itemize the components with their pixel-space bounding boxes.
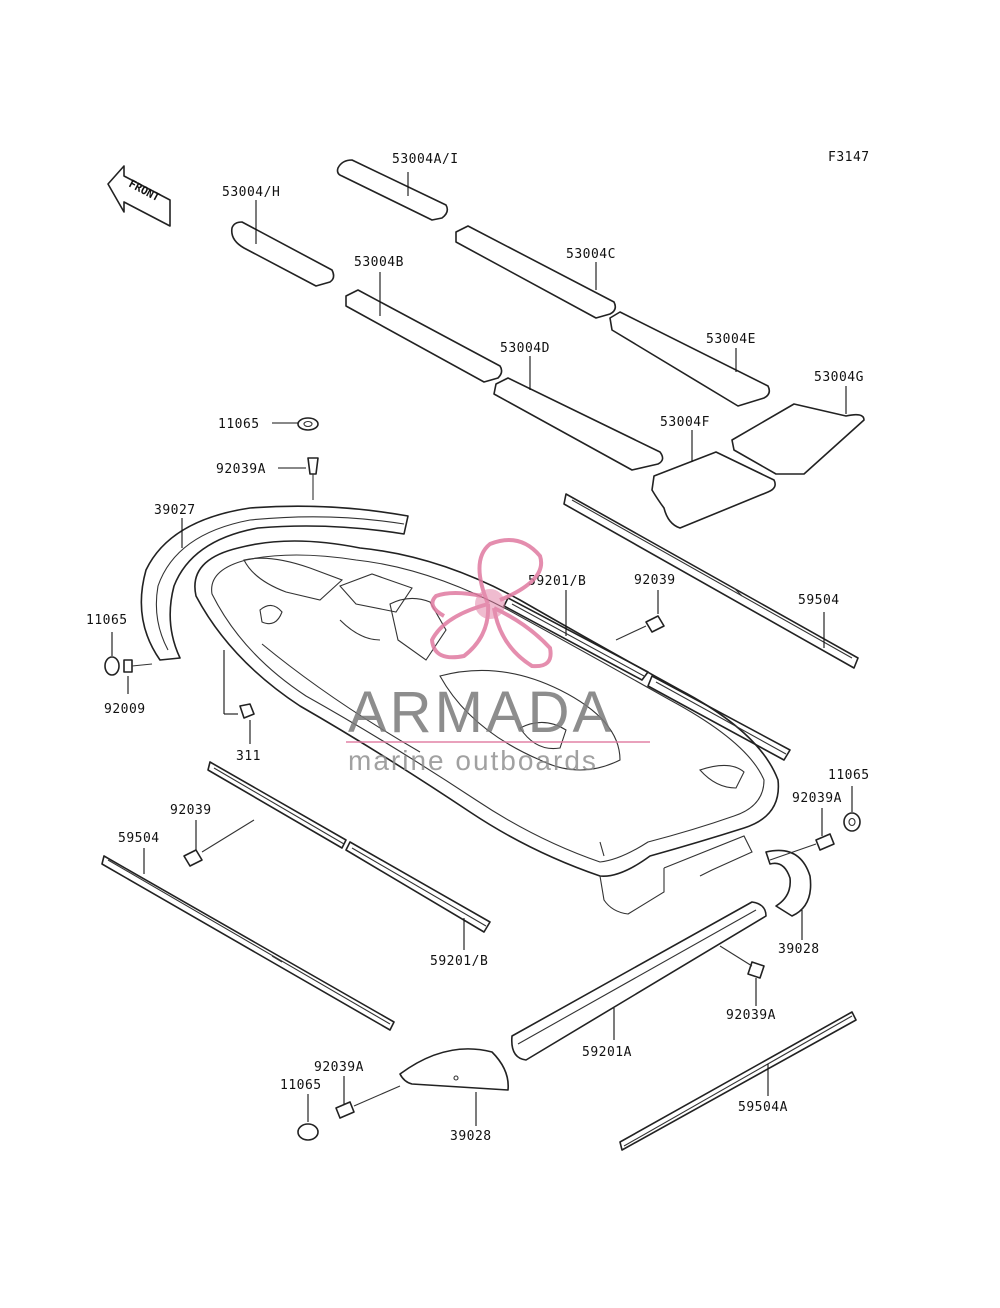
label-53004f: 53004F (660, 415, 710, 430)
rivet-92039a-right (769, 833, 835, 861)
mat-53004a-i (336, 159, 449, 221)
rail-39027 (140, 505, 409, 661)
rivet-92039a-top (307, 457, 319, 500)
rivet-92039a-bottom (335, 1085, 401, 1119)
mat-53004g (731, 403, 865, 475)
watermark-tagline: marine outboards (348, 745, 598, 776)
strip-59504a (619, 1011, 857, 1151)
label-92039a-bottom: 92039A (314, 1060, 364, 1075)
watermark: ARMADA marine outboards (346, 538, 650, 776)
label-11065-top: 11065 (218, 417, 260, 432)
nut-11065-right (843, 812, 861, 832)
label-53004c: 53004C (566, 247, 616, 262)
mat-53004c (455, 225, 617, 319)
label-53004e: 53004E (706, 332, 756, 347)
label-59201a: 59201A (582, 1045, 632, 1060)
label-11065-right: 11065 (828, 768, 870, 783)
label-11065-bottom: 11065 (280, 1078, 322, 1093)
front-arrow-label: FRONT (127, 177, 163, 204)
label-53004b: 53004B (354, 255, 404, 270)
rivet-92039a-mid (719, 945, 765, 979)
bumper-39028-bottom (399, 1048, 509, 1091)
label-53004h: 53004/H (222, 185, 280, 200)
label-92039a-mid: 92039A (726, 1008, 776, 1023)
label-59504-left: 59504 (118, 831, 160, 846)
nut-11065-top (297, 417, 319, 431)
leader-lines (111, 172, 853, 1126)
mat-53004f (651, 451, 776, 529)
watermark-brand: ARMADA (348, 680, 614, 745)
label-39027: 39027 (154, 503, 196, 518)
label-311: 311 (236, 749, 261, 764)
strip-59504-left (101, 855, 395, 1031)
rail-59201b-left (207, 761, 491, 933)
cap-11065-left (104, 656, 120, 676)
label-59201b-right: 59201/B (528, 574, 586, 589)
label-92039a-right: 92039A (792, 791, 842, 806)
front-arrow-icon: FRONT (107, 165, 171, 227)
label-11065-left: 11065 (86, 613, 128, 628)
hull-deck (194, 540, 780, 915)
label-92009: 92009 (104, 702, 146, 717)
label-59504a: 59504A (738, 1100, 788, 1115)
rail-59201a (510, 901, 767, 1061)
nut-311 (239, 703, 255, 719)
label-92039a-top: 92039A (216, 462, 266, 477)
label-39028-bottom: 39028 (450, 1129, 492, 1144)
label-53004d: 53004D (500, 341, 550, 356)
rail-59201b-right (503, 597, 791, 761)
propeller-logo-icon (429, 538, 553, 669)
strip-59504-right (563, 493, 859, 669)
label-59201b-left: 59201/B (430, 954, 488, 969)
mat-53004e (609, 311, 771, 407)
label-92039-right: 92039 (634, 573, 676, 588)
label-59504-right: 59504 (798, 593, 840, 608)
label-92039-left: 92039 (170, 803, 212, 818)
rivet-92039-left (183, 819, 255, 867)
screw-92009 (123, 659, 153, 673)
label-39028-right: 39028 (778, 942, 820, 957)
rivet-92039-right (615, 615, 665, 641)
figure-code: F3147 (828, 150, 870, 165)
label-53004a-i: 53004A/I (392, 152, 459, 167)
label-53004g: 53004G (814, 370, 864, 385)
mat-53004h (230, 221, 335, 287)
mat-53004d (493, 377, 664, 471)
mat-53004b (345, 289, 503, 383)
cap-11065-bottom (297, 1123, 319, 1141)
bumper-39028-right (765, 849, 812, 917)
